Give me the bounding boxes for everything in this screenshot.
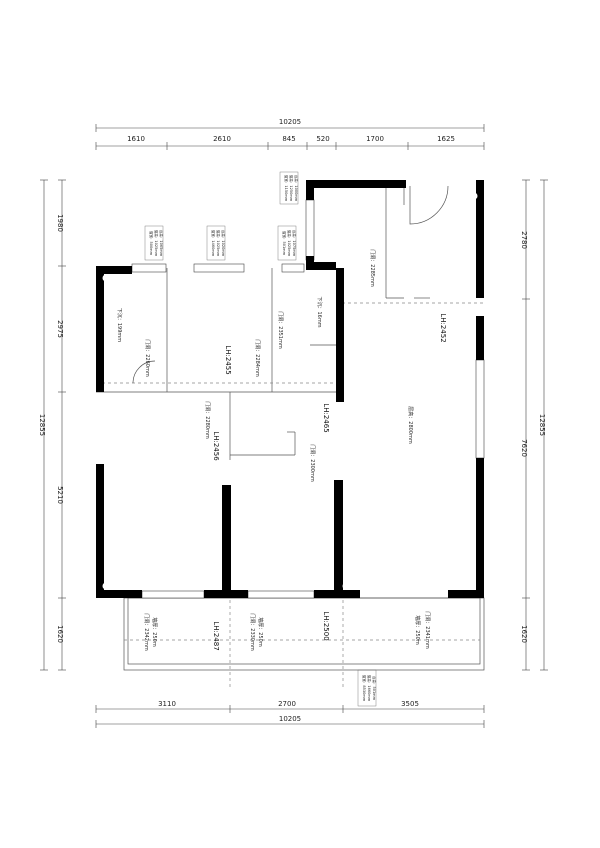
left-seg-2: 2975 [56,320,64,338]
lh-label-4: LH:2456 [212,431,220,461]
svg-text:窗高：1025mm: 窗高：1025mm [287,230,292,257]
window-top-2 [193,263,245,273]
bottom-door-2: 门洞：2330mm [249,613,256,651]
bottom-seg-3: 3505 [401,700,419,708]
lh-label-3: LH:2465 [322,403,330,432]
left-total-dimension: 12855 [38,179,48,671]
bottom-seg-1: 3110 [158,700,176,708]
svg-text:台高：1020mm: 台高：1020mm [221,230,226,257]
top-seg-6: 1625 [437,135,455,143]
left-total-label: 12855 [38,414,46,436]
bottom-door-3: 门洞：2341mm [424,611,431,649]
top-seg-2: 2610 [213,135,231,143]
door-note-2: 门洞：2260mm [144,339,151,377]
right-seg-2: 7620 [520,439,528,457]
window-bottom-1 [141,590,205,599]
svg-text:窗宽：8530mm: 窗宽：8530mm [362,675,367,702]
right-seg-3: 1620 [520,625,528,643]
bottom-total-label: 10205 [279,715,301,723]
svg-text:台高：1000mm: 台高：1000mm [294,175,299,202]
window-note-1: 窗宽：1150mm 窗高：1250mm 台高：1000mm [279,171,299,205]
left-seg-3: 5210 [56,486,64,504]
svg-text:台高：1075mm: 台高：1075mm [292,230,297,257]
column-marks [102,192,478,590]
svg-text:台高：1065mm: 台高：1065mm [159,230,164,257]
bottom-wall-2: 墙厚：250m [257,617,264,647]
bottom-wall-3: 墙厚：250m [414,615,421,645]
right-total-label: 12855 [538,414,546,436]
bottom-seg-2: 2700 [278,700,296,708]
svg-text:窗宽：1460mm: 窗宽：1460mm [211,230,216,257]
top-total-label: 10205 [279,118,301,126]
lh-label-2: LH:2455 [224,345,232,374]
lh-label-5: LH:2487 [212,621,220,650]
svg-text:窗宽：501mm: 窗宽：501mm [282,231,287,256]
top-seg-5: 1700 [366,135,384,143]
windows [131,199,485,599]
window-note-5: 窗宽：8530mm 窗高：1660mm 台高：501mm [357,669,377,707]
left-seg-1: 1980 [56,214,64,232]
top-seg-4: 520 [316,135,329,143]
left-segment-dimensions: 1980 2975 5210 1620 [56,179,66,671]
bottom-door-1: 门洞：2342mm [143,613,150,651]
door-note-6: 门洞：2284mm [254,339,261,377]
window-note-4: 窗宽：501mm 窗高：1025mm 台高：1075mm [277,225,297,261]
thin-partitions [96,186,430,460]
top-segment-dimensions: 1610 2610 845 520 1700 1625 [95,135,485,150]
lh-label-1: LH:2452 [439,313,447,342]
svg-text:窗高：1025mm: 窗高：1025mm [154,230,159,257]
top-seg-1: 1610 [127,135,145,143]
window-top-3 [281,263,305,273]
soffit-note-1: 下沉：199mm [116,308,123,342]
svg-text:窗高：1250mm: 窗高：1250mm [289,175,294,202]
window-bottom-2 [247,590,315,599]
svg-text:窗高：1025mm: 窗高：1025mm [216,230,221,257]
door-note-3: 门洞：2351mm [277,311,284,349]
structural-walls [96,180,484,598]
bottom-wall-1: 墙厚：250m [151,617,158,647]
svg-text:窗高：1660mm: 窗高：1660mm [367,675,372,702]
right-seg-1: 2780 [520,231,528,249]
right-segment-dimensions: 2780 7620 1620 [520,179,530,671]
door-note-1: 门洞：2280mm [204,401,211,439]
svg-text:窗宽：1150mm: 窗宽：1150mm [284,175,289,202]
svg-text:窗宽：500mm: 窗宽：500mm [149,231,154,256]
svg-text:台高：501mm: 台高：501mm [372,676,377,701]
right-total-dimension: 12855 [538,179,548,671]
top-total-dimension: 10205 [95,118,485,132]
top-seg-3: 845 [282,135,295,143]
door-swings [132,185,449,384]
left-seg-4: 1620 [56,625,64,643]
door-note-4: 门洞：2285mm [369,249,376,287]
door-note-5: 门洞：2300mm [309,444,316,482]
window-right [475,359,485,459]
dashed-boundaries [102,302,484,690]
window-top-1 [131,263,167,273]
bottom-total-dimension: 10205 [95,715,485,728]
window-note-3: 窗宽：1460mm 窗高：1025mm 台高：1020mm [206,225,226,261]
lh-label-6: LH:2500 [322,611,330,640]
living-height-note: 层高：2800mm [407,406,414,444]
window-upper-left [305,199,315,261]
soffit-note-2: 下沉：16mm [316,296,323,327]
window-note-2: 窗宽：500mm 窗高：1025mm 台高：1065mm [144,225,164,261]
bottom-segment-dimensions: 3110 2700 3505 [95,700,485,713]
